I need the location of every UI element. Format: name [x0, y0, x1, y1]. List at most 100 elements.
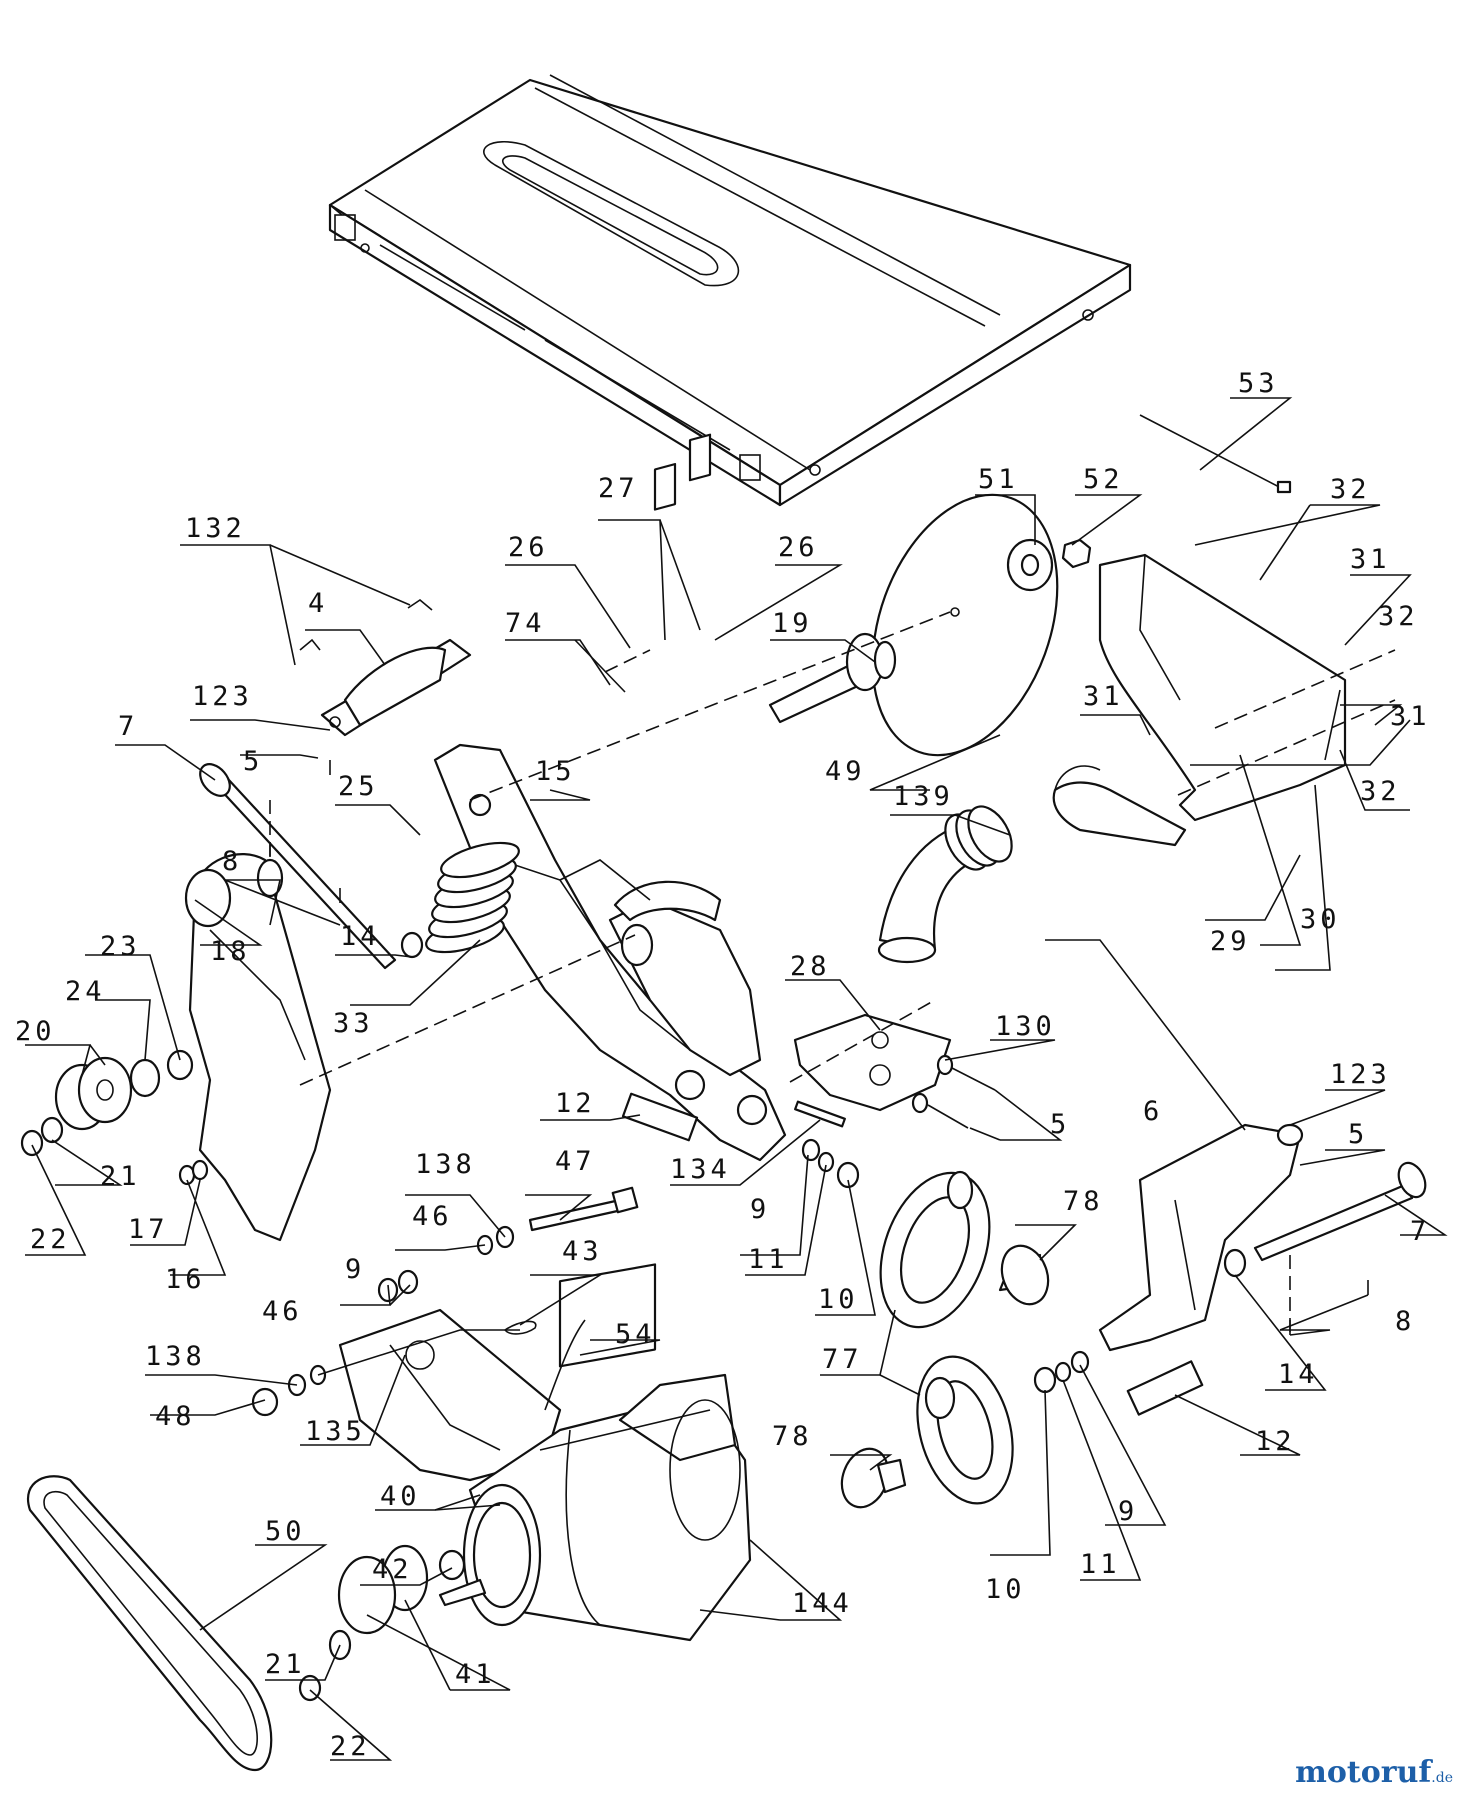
part-label-5: 5 [1348, 1119, 1368, 1150]
part-label-42: 42 [372, 1554, 413, 1585]
part-label-8: 8 [222, 846, 242, 877]
part-label-53: 53 [1238, 368, 1279, 399]
part-label-26: 26 [778, 532, 819, 563]
part-label-19: 19 [772, 608, 813, 639]
part-label-51: 51 [978, 464, 1019, 495]
part-label-12: 12 [555, 1088, 596, 1119]
screw-5-b [927, 1104, 969, 1129]
handwheel-front [879, 1170, 991, 1329]
knob-front [998, 1244, 1050, 1306]
part-label-26: 26 [508, 532, 549, 563]
part-label-48: 48 [155, 1401, 196, 1432]
part-label-25: 25 [338, 771, 379, 802]
site-watermark: motoruf.de [1295, 1755, 1453, 1790]
part-label-123: 123 [1330, 1059, 1391, 1090]
part-label-4: 4 [308, 588, 328, 619]
part-label-27: 27 [598, 473, 639, 504]
part-label-78: 78 [772, 1421, 813, 1452]
part-label-41: 41 [455, 1659, 496, 1690]
part-label-132: 132 [185, 513, 246, 544]
part-label-9: 9 [750, 1194, 770, 1225]
pin-12-right [1126, 1360, 1204, 1416]
washer-14-right [1223, 1248, 1247, 1278]
tension-bracket [338, 1308, 562, 1482]
part-label-21: 21 [100, 1161, 141, 1192]
clip-43 [503, 1320, 537, 1335]
part-label-16: 16 [165, 1264, 206, 1295]
upper-bracket [299, 599, 472, 737]
washer-11a [817, 1151, 835, 1173]
bearing-24 [129, 1058, 161, 1098]
table-top [328, 74, 1132, 507]
hose-54 [544, 1319, 586, 1411]
watermark-text: motoruf [1295, 1755, 1432, 1790]
part-label-29: 29 [1210, 926, 1251, 957]
part-label-30: 30 [1300, 904, 1341, 935]
part-label-22: 22 [30, 1224, 71, 1255]
part-label-24: 24 [65, 976, 106, 1007]
part-label-32: 32 [1330, 474, 1371, 505]
part-label-52: 52 [1083, 464, 1124, 495]
drive-belt [27, 1475, 273, 1772]
part-label-10: 10 [985, 1574, 1026, 1605]
part-label-5: 5 [243, 746, 263, 777]
bushing-42 [438, 1549, 466, 1581]
pin-134 [794, 1100, 846, 1128]
part-label-23: 23 [100, 931, 141, 962]
part-label-10: 10 [818, 1284, 859, 1315]
part-label-134: 134 [670, 1154, 731, 1185]
part-label-14: 14 [340, 921, 381, 952]
part-label-22: 22 [330, 1731, 371, 1762]
knob-side [840, 1447, 907, 1509]
part-label-14: 14 [1278, 1359, 1319, 1390]
arbor-flange [1006, 538, 1054, 592]
blade-guard [1052, 553, 1347, 847]
part-label-78: 78 [1063, 1186, 1104, 1217]
washer-21 [40, 1116, 64, 1144]
right-support [1098, 1123, 1304, 1352]
part-label-7: 7 [1410, 1216, 1430, 1247]
part-label-20: 20 [15, 1016, 56, 1047]
washer-9d [1070, 1350, 1090, 1374]
motor [438, 1263, 752, 1642]
part-label-21: 21 [265, 1649, 306, 1680]
part-label-12: 12 [1255, 1426, 1296, 1457]
part-label-135: 135 [305, 1416, 366, 1447]
part-label-28: 28 [790, 951, 831, 982]
washer-9a [397, 1269, 419, 1295]
bolt-47 [528, 1186, 639, 1232]
arbor-shaft [768, 632, 897, 724]
part-label-9: 9 [345, 1254, 365, 1285]
pulley-20 [54, 1056, 133, 1131]
part-label-9: 9 [1118, 1496, 1138, 1527]
cable-tie-head [1276, 480, 1292, 494]
part-label-46: 46 [412, 1201, 453, 1232]
pin-12-left [621, 1092, 699, 1142]
bracket-28 [793, 1013, 952, 1112]
handwheel-side [916, 1355, 1014, 1505]
trunnion-casting [433, 743, 787, 1162]
part-label-32: 32 [1360, 776, 1401, 807]
part-label-77: 77 [822, 1344, 863, 1375]
washer-17 [191, 1159, 209, 1181]
shaft-right [1253, 1161, 1427, 1262]
part-label-7: 7 [118, 711, 138, 742]
part-label-15: 15 [535, 756, 576, 787]
clamp-plates [653, 433, 712, 511]
dust-elbow [877, 805, 1013, 964]
part-label-8: 8 [1395, 1306, 1415, 1337]
part-label-11: 11 [1080, 1549, 1121, 1580]
arbor-nut [1061, 538, 1092, 569]
part-label-47: 47 [555, 1146, 596, 1177]
part-label-49: 49 [825, 756, 866, 787]
assembly-axes [269, 611, 1396, 1333]
bushing-10b [1033, 1366, 1057, 1394]
tension-spring [425, 841, 520, 954]
part-label-32: 32 [1378, 601, 1419, 632]
part-label-31: 31 [1083, 681, 1124, 712]
part-label-46: 46 [262, 1296, 303, 1327]
part-label-33: 33 [333, 1008, 374, 1039]
bushing-10a [836, 1161, 860, 1189]
watermark-suffix: .de [1431, 1770, 1453, 1786]
